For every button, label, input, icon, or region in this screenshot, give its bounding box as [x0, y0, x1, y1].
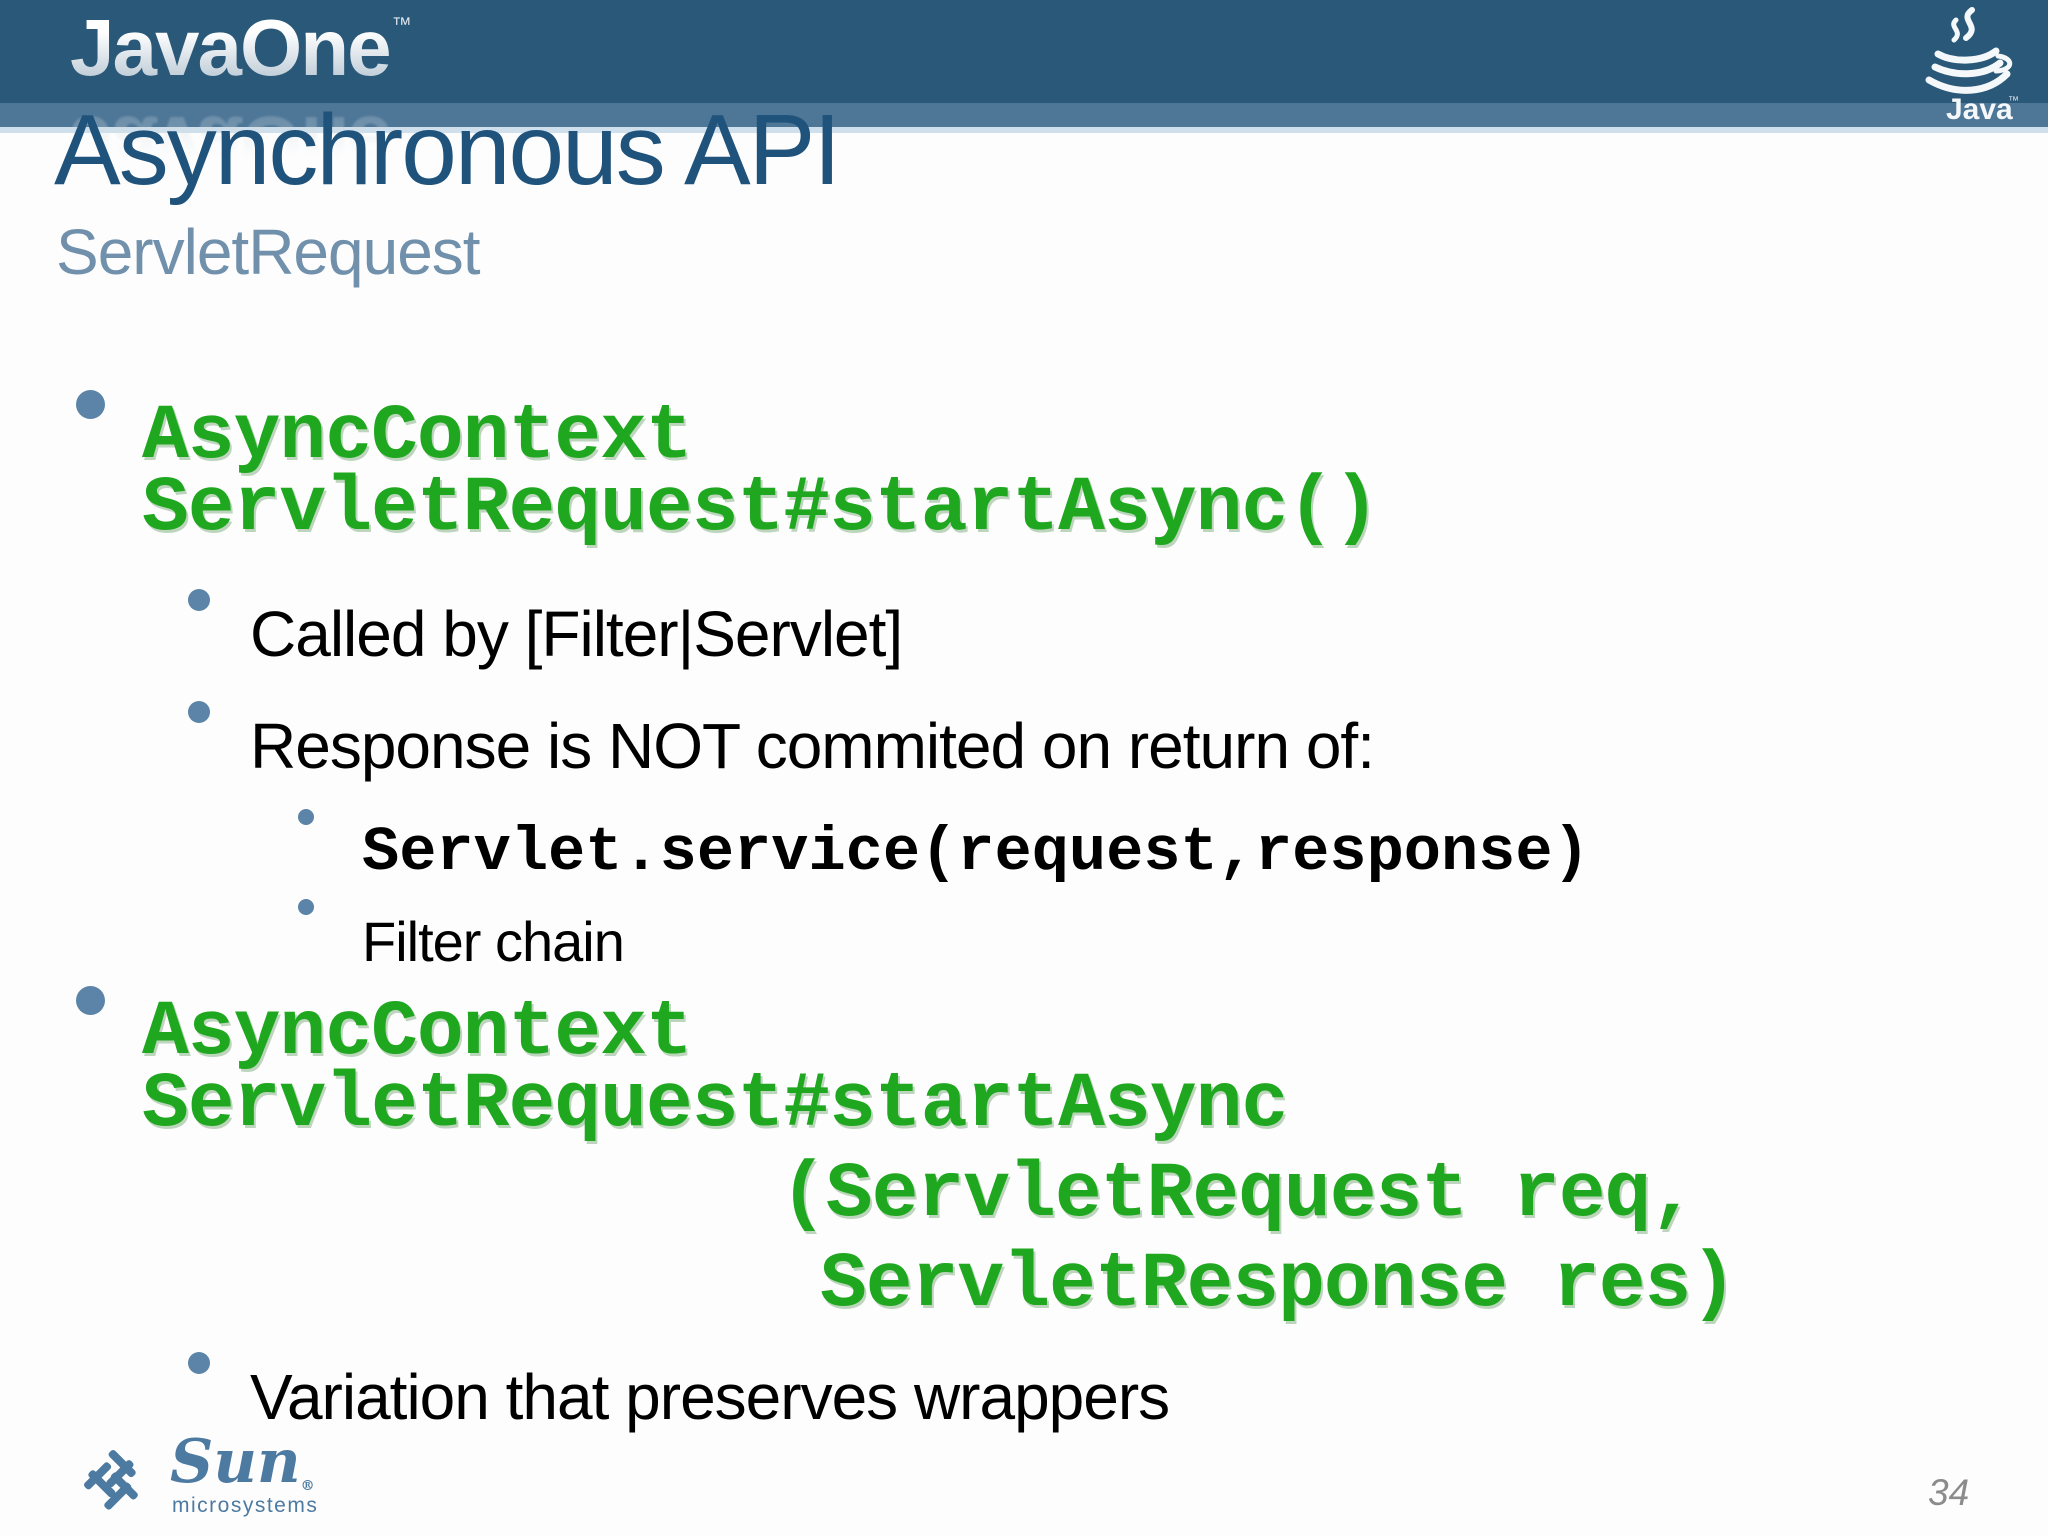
code-line: AsyncContext [142, 989, 693, 1077]
code-line: ServletRequest#startAsync [142, 1061, 1288, 1149]
page-title: Asynchronous API [54, 94, 841, 206]
bullet-item: Response is NOT commited on return of: [0, 678, 2048, 778]
header-bar [0, 0, 2048, 103]
code-line: ServletResponse res) [820, 1241, 1737, 1329]
page-subtitle: ServletRequest [56, 216, 481, 288]
bullet-item: Filter chain [0, 878, 2048, 970]
header-strip-highlight [0, 127, 2048, 133]
bullet-item: (ServletRequest req, [0, 1138, 2048, 1234]
javaone-trademark: ™ [391, 14, 412, 36]
bullet-item: ServletRequest#startAsync [0, 1048, 2048, 1144]
bullet-dot [188, 701, 210, 723]
bullet-item: ServletResponse res) [0, 1228, 2048, 1324]
code-line: ServletRequest#startAsync() [142, 465, 1380, 553]
bullet-text: Called by [Filter|Servlet] [250, 598, 903, 670]
java-logo-trademark: ™ [2008, 95, 2019, 107]
sun-logo-subtext: microsystems [172, 1494, 319, 1517]
sun-logo: Sun® microsystems [70, 1432, 340, 1532]
bullet-dot [76, 986, 105, 1015]
bullet-item: AsyncContext [0, 958, 2048, 1072]
code-line: (ServletRequest req, [780, 1151, 1697, 1239]
bullet-text: Response is NOT commited on return of: [250, 710, 1375, 782]
sun-logo-icon [84, 1450, 138, 1510]
code-line: AsyncContext [142, 393, 693, 481]
java-cup-icon: Java ™ [1912, 4, 2022, 130]
bullet-dot [298, 899, 314, 915]
page-number: 34 [1928, 1472, 1970, 1513]
bullet-dot [76, 390, 105, 419]
bullet-item: Variation that preserves wrappers [0, 1329, 2048, 1429]
bullet-dot [188, 1352, 210, 1374]
java-logo-label: Java [1946, 93, 2013, 126]
javaone-logo-text: JavaOne [70, 3, 392, 92]
bullet-dot [298, 809, 314, 825]
sun-logo-name: Sun® [170, 1427, 315, 1497]
bullet-item: AsyncContext [0, 362, 2048, 476]
bullet-dot [188, 589, 210, 611]
bullet-text: Variation that preserves wrappers [250, 1361, 1170, 1433]
bullet-item: Called by [Filter|Servlet] [0, 566, 2048, 666]
bullet-item: Servlet.service(request,response) [0, 786, 2048, 884]
code-line: Servlet.service(request,response) [362, 817, 1590, 888]
bullet-text: Filter chain [362, 910, 625, 973]
bullet-item: ServletRequest#startAsync() [0, 452, 2048, 548]
sun-registered-mark: ® [300, 1478, 315, 1494]
header-strip [0, 103, 2048, 127]
